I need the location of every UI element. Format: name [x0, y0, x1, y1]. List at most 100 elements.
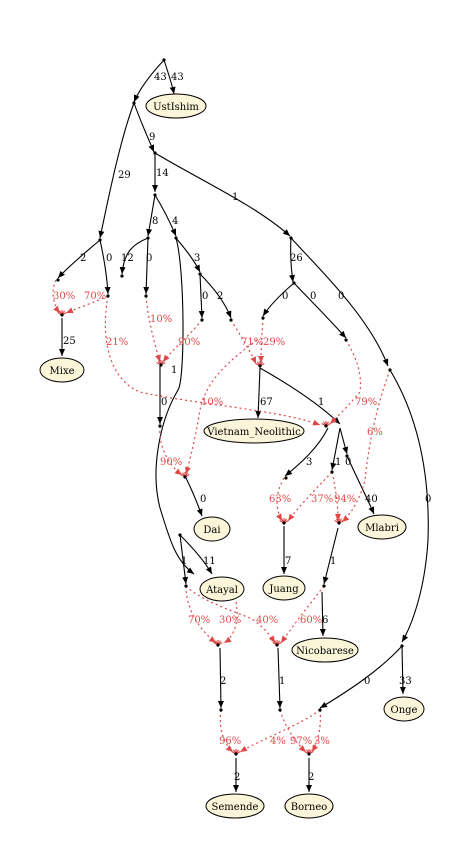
edge-label: 11	[203, 556, 216, 567]
internal-node	[289, 236, 293, 240]
internal-node	[56, 278, 60, 282]
internal-node	[153, 151, 157, 155]
admixture-edges	[52, 279, 391, 753]
admixture-node	[57, 310, 67, 317]
edge-atayal-1	[179, 534, 189, 585]
internal-node	[278, 708, 282, 712]
svg-text:Semende: Semende	[212, 802, 259, 813]
edge-label: 0	[106, 253, 112, 264]
edge-label: 0	[282, 291, 288, 302]
edge-label: 26	[290, 253, 303, 264]
edge-nicobarese	[319, 591, 326, 637]
edge-vietnam	[255, 367, 262, 419]
admix-b60	[280, 585, 325, 644]
admix-sem-4	[239, 709, 321, 753]
admix-label: 21%	[106, 337, 128, 348]
internal-node	[322, 584, 326, 588]
edge-viet-down	[259, 367, 341, 425]
edge-n6-b	[143, 237, 150, 295]
admix-juang-63	[276, 477, 285, 522]
admix-label: 37%	[311, 494, 333, 505]
admix-10b	[185, 339, 258, 475]
internal-node	[106, 294, 110, 298]
edge-label: 3	[306, 457, 312, 468]
node-mixe: Mixe	[39, 357, 85, 383]
node-onge: Onge	[383, 696, 425, 722]
edge-label: 29	[118, 170, 131, 181]
edge-label: 14	[156, 168, 169, 179]
admixture-nodes	[57, 310, 344, 756]
population-nodes: UstIshim Mixe Vietnam_Neolithic Dai Mlab…	[39, 93, 425, 819]
internal-node	[162, 58, 166, 62]
internal-node	[200, 318, 204, 322]
edge-n6-a	[119, 237, 149, 275]
edge-onge-0	[319, 645, 403, 709]
admix-bor-97	[279, 709, 307, 753]
admixture-node	[279, 518, 289, 525]
admix-label: 90%	[178, 337, 200, 348]
svg-text:Onge: Onge	[391, 705, 418, 716]
internal-node	[344, 338, 348, 342]
admixture-node	[231, 749, 241, 756]
admix-sem-96	[219, 709, 234, 753]
internal-node	[330, 470, 334, 474]
edge-n5a-b	[293, 282, 347, 339]
node-mlabri: Mlabri	[357, 514, 407, 540]
node-nicobarese: Nicobarese	[291, 637, 359, 663]
internal-node	[292, 281, 296, 285]
internal-node	[345, 454, 349, 458]
edge-label: 0	[202, 291, 208, 302]
edge-n4-n7	[154, 194, 177, 237]
admix-label: 30%	[53, 291, 75, 302]
edge-mlabri	[346, 455, 375, 515]
edge-label: 0	[200, 494, 206, 505]
admix-label: 71%	[241, 337, 263, 348]
svg-text:Dai: Dai	[203, 525, 220, 536]
internal-node	[144, 294, 148, 298]
edge-n1-n2	[133, 102, 155, 153]
internal-node	[400, 644, 404, 648]
edge-label: 43	[154, 72, 167, 83]
node-borneo: Borneo	[284, 793, 334, 819]
edge-n8-b	[330, 427, 341, 471]
edge-label: 1	[335, 457, 341, 468]
svg-text:Borneo: Borneo	[291, 802, 328, 813]
edge-label: 33	[399, 676, 412, 687]
internal-node	[284, 476, 288, 480]
edge-n5-b	[290, 237, 389, 367]
edge-label: 0	[364, 676, 370, 687]
admix-b40	[223, 601, 238, 644]
edge-n8-c	[339, 427, 349, 455]
edge-n3-a	[57, 239, 101, 279]
internal-node	[174, 236, 178, 240]
edge-n2-n5	[154, 152, 291, 237]
admix-label: 96%	[219, 736, 241, 747]
admixture-node	[272, 640, 282, 647]
drift-labels: 43 43 9 29 14 1 8 4 2 0 12 0 3 1 0 2 26 …	[63, 72, 431, 783]
internal-node	[120, 274, 124, 278]
admix-71	[230, 319, 257, 365]
edge-root-left	[133, 59, 165, 103]
edge-label: 2	[80, 253, 86, 264]
admix-90	[162, 319, 203, 363]
svg-text:Juang: Juang	[268, 584, 299, 595]
admix-10	[145, 295, 161, 363]
edge-n3-b	[99, 239, 111, 295]
edge-label: 12	[121, 253, 134, 264]
internal-node	[219, 708, 223, 712]
admix-label: 30%	[219, 615, 241, 626]
node-atayal: Atayal	[199, 576, 245, 602]
edge-label: 6	[322, 615, 328, 626]
edge-onge-long	[389, 369, 429, 643]
edge-label: 9	[149, 132, 155, 143]
edge-label: 2	[234, 772, 240, 783]
admix-label: 4%	[270, 736, 286, 747]
admix-bor-3	[311, 709, 321, 753]
edge-label: 3	[194, 253, 200, 264]
internal-node	[153, 193, 157, 197]
internal-node	[229, 318, 233, 322]
edge-label: 2	[308, 772, 314, 783]
internal-node	[388, 368, 392, 372]
admix-21	[104, 295, 321, 426]
